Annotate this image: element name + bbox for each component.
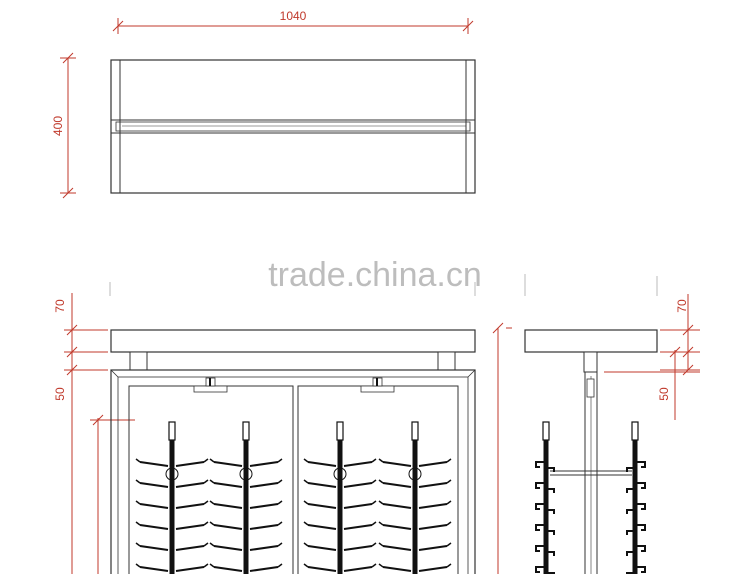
dimension-width [112, 18, 474, 34]
front-post-left [129, 351, 148, 371]
dimension-width-label: 1040 [280, 9, 307, 23]
front-post-right [437, 351, 456, 371]
front-rack [303, 421, 377, 574]
side-dim-50-label: 50 [657, 387, 671, 401]
plan-outline [110, 59, 476, 194]
side-post [583, 351, 598, 574]
watermark: trade.china.cn [268, 256, 482, 294]
side-rack [626, 421, 646, 574]
dimension-depth-label: 400 [51, 116, 65, 136]
front-top-slab [110, 329, 476, 353]
side-rack [535, 421, 555, 574]
side-top-slab [524, 329, 658, 353]
side-view: 70 50 [492, 294, 700, 574]
front-dim-70-label: 70 [53, 299, 67, 313]
front-marks [109, 274, 658, 296]
front-dim-50-label: 50 [53, 387, 67, 401]
front-rack [378, 421, 452, 574]
front-rack [209, 421, 283, 574]
dimension-depth [60, 52, 76, 199]
side-crossbar [550, 470, 632, 476]
front-racks [135, 421, 452, 574]
side-dimension-chain [492, 294, 700, 574]
front-bracket-left [193, 377, 228, 393]
side-dim-70-label: 70 [675, 299, 689, 313]
side-racks [535, 421, 646, 574]
front-dimension-chain [64, 293, 135, 574]
front-view: 70 50 [53, 274, 658, 574]
front-bracket-right [360, 377, 395, 393]
top-view: 1040 400 [51, 9, 476, 199]
front-rack [135, 421, 209, 574]
